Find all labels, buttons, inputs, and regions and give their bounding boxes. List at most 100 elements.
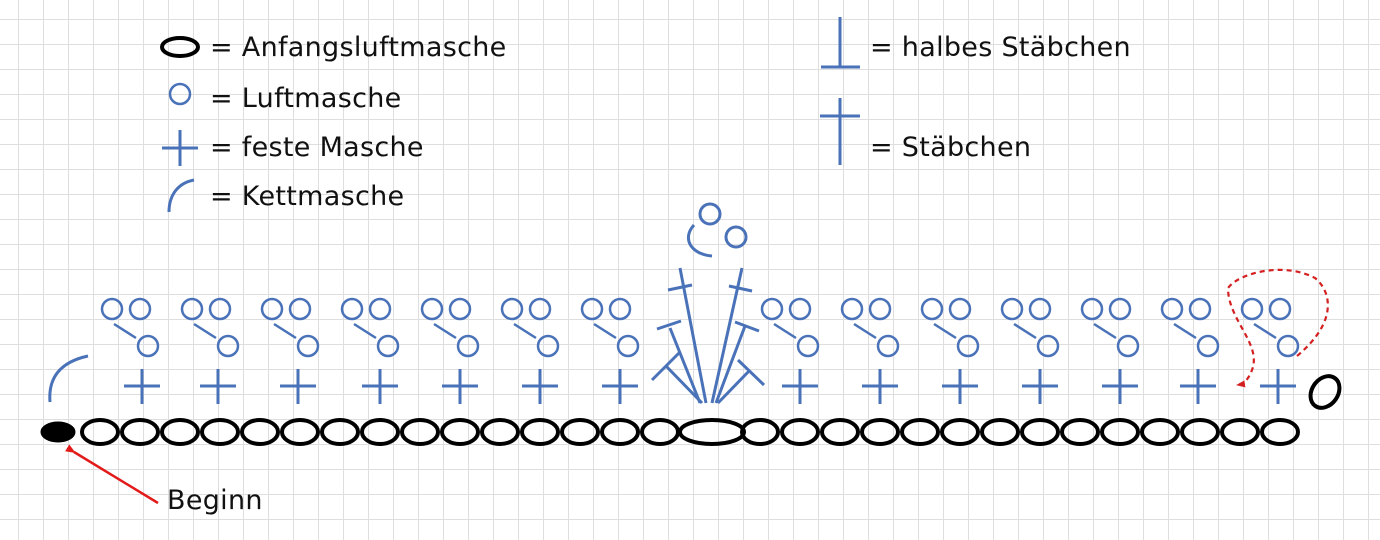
chain-loop-group bbox=[840, 297, 900, 358]
chain-stitch bbox=[340, 297, 364, 321]
single-crochet bbox=[442, 369, 478, 404]
single-crochet bbox=[1180, 369, 1216, 404]
chain-stitch bbox=[368, 297, 392, 321]
base-chain-stitch bbox=[440, 418, 480, 446]
center-fan bbox=[650, 202, 766, 405]
chain-loop-group bbox=[500, 297, 560, 358]
chain-stitch bbox=[528, 297, 552, 321]
chain-stitch bbox=[956, 334, 980, 358]
chain-stitch bbox=[840, 297, 864, 321]
chain-stitch bbox=[580, 297, 604, 321]
single-crochet bbox=[862, 369, 898, 404]
chain-stitch bbox=[920, 297, 944, 321]
chain-stitch bbox=[796, 334, 820, 358]
chain-loop-group bbox=[180, 297, 240, 358]
end-chain bbox=[1308, 374, 1342, 410]
chain-stitch bbox=[536, 334, 560, 358]
chain-stitch bbox=[608, 297, 632, 321]
chain-loop-group bbox=[420, 297, 480, 358]
chain-stitch bbox=[180, 297, 204, 321]
chain-stitch bbox=[868, 297, 892, 321]
chain-loop-group bbox=[920, 297, 980, 358]
base-chain-stitch bbox=[1100, 418, 1140, 446]
chain-stitch bbox=[288, 297, 312, 321]
base-chain-stitch bbox=[1020, 418, 1060, 446]
single-crochet bbox=[522, 369, 558, 404]
chain-stitch bbox=[448, 297, 472, 321]
chain-stitch bbox=[1036, 334, 1060, 358]
turning-arrow bbox=[1226, 268, 1329, 388]
chain-loop-group bbox=[1240, 297, 1300, 358]
base-chain-center-stitch bbox=[678, 418, 746, 446]
chain-stitch bbox=[500, 297, 524, 321]
chain-stitch bbox=[1276, 334, 1300, 358]
base-chain-stitch bbox=[1220, 418, 1260, 446]
base-chain-stitch bbox=[400, 418, 440, 446]
chain-stitch bbox=[1080, 297, 1104, 321]
legend-double-crochet-icon bbox=[820, 98, 860, 165]
chain-stitch bbox=[216, 334, 240, 358]
base-chain-stitch bbox=[1140, 418, 1180, 446]
chain-stitch bbox=[876, 334, 900, 358]
base-chain-stitch bbox=[120, 418, 160, 446]
start-label: Beginn bbox=[167, 485, 263, 516]
chain-stitch bbox=[296, 334, 320, 358]
chain-loop-group bbox=[340, 297, 400, 358]
chain-stitch bbox=[1028, 297, 1052, 321]
start-chain bbox=[40, 421, 76, 443]
single-crochet bbox=[782, 369, 818, 404]
base-chain-stitch bbox=[480, 418, 520, 446]
chain-stitch bbox=[420, 297, 444, 321]
single-crochet bbox=[602, 369, 638, 404]
single-crochet bbox=[362, 369, 398, 404]
base-chain-stitch bbox=[360, 418, 400, 446]
base-chain-row bbox=[40, 418, 1300, 446]
chain-stitch bbox=[376, 334, 400, 358]
base-chain-stitch bbox=[160, 418, 200, 446]
chain-stitch bbox=[136, 334, 160, 358]
chain-stitch bbox=[1116, 334, 1140, 358]
single-crochet bbox=[1022, 369, 1058, 404]
chain-stitch bbox=[1108, 297, 1132, 321]
chain-stitch bbox=[1188, 297, 1212, 321]
start-arrow bbox=[65, 444, 159, 505]
single-crochet bbox=[1102, 369, 1138, 404]
legend-start-chain-icon bbox=[160, 36, 200, 58]
base-chain-stitch bbox=[520, 418, 560, 446]
chain-stitch bbox=[128, 297, 152, 321]
single-crochet bbox=[1260, 369, 1296, 404]
chain-stitch bbox=[100, 297, 124, 321]
base-chain-stitch bbox=[1060, 418, 1100, 446]
slip-stitch bbox=[48, 354, 89, 403]
base-chain-stitch bbox=[860, 418, 900, 446]
base-chain-stitch bbox=[560, 418, 600, 446]
chain-loop-group bbox=[260, 297, 320, 358]
chain-loop-group bbox=[760, 297, 820, 358]
single-crochet bbox=[200, 369, 236, 404]
chain-stitch bbox=[260, 297, 284, 321]
base-chain-stitch bbox=[1180, 418, 1220, 446]
chain-loop-group bbox=[580, 297, 640, 358]
chain-stitch bbox=[1000, 297, 1024, 321]
base-chain-stitch bbox=[240, 418, 280, 446]
base-chain-stitch bbox=[940, 418, 980, 446]
single-crochet bbox=[280, 369, 316, 404]
base-chain-stitch bbox=[200, 418, 240, 446]
base-chain-stitch bbox=[1260, 418, 1300, 446]
chain-loop-group bbox=[100, 297, 160, 358]
legend-single-crochet-label: = feste Masche bbox=[210, 132, 424, 163]
legend-half-double-crochet-icon bbox=[821, 17, 860, 69]
single-crochet bbox=[124, 369, 160, 404]
base-chain-stitch bbox=[820, 418, 860, 446]
chain-stitch bbox=[456, 334, 480, 358]
chain-stitch bbox=[1240, 297, 1264, 321]
base-chain-stitch bbox=[280, 418, 320, 446]
chain-stitch bbox=[1196, 334, 1220, 358]
chain-loop-group bbox=[1160, 297, 1220, 358]
base-chain-stitch bbox=[900, 418, 940, 446]
base-chain-stitch bbox=[980, 418, 1020, 446]
base-chain-stitch bbox=[80, 418, 120, 446]
base-chain-stitch bbox=[740, 418, 780, 446]
legend-slip-stitch-icon bbox=[167, 178, 195, 213]
